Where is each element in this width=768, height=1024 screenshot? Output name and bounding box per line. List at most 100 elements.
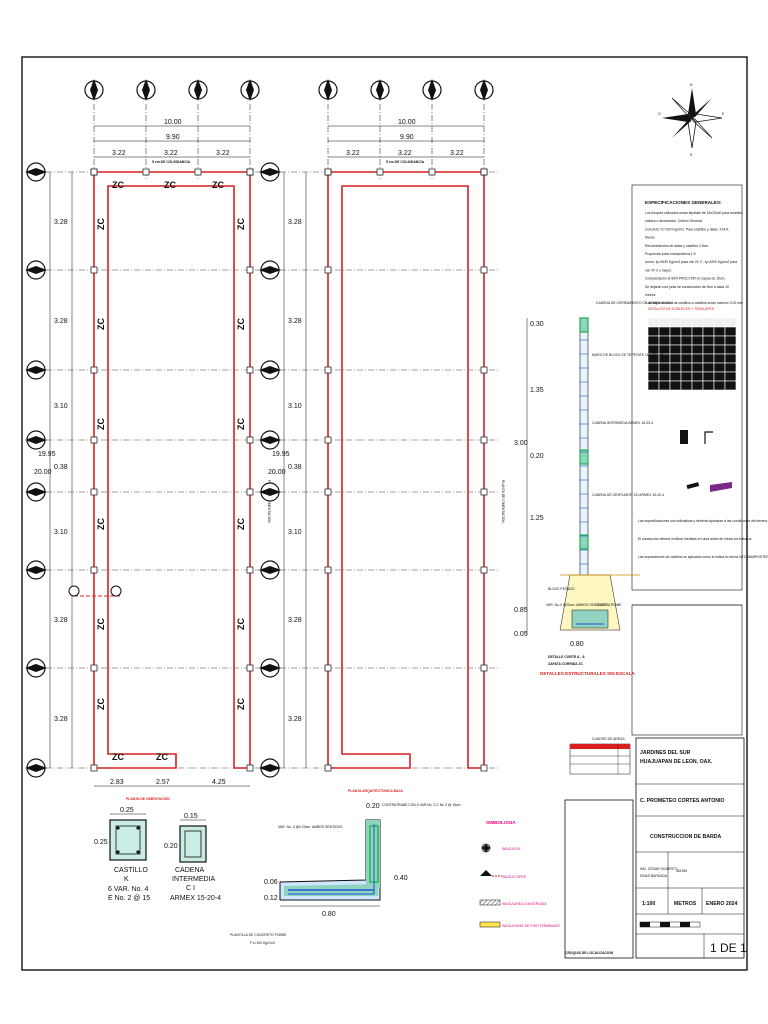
axis-bubble-8: 8 xyxy=(25,758,47,778)
axis-label-D: D xyxy=(481,85,488,95)
wall-outline xyxy=(327,171,485,769)
bay-dim: 3.22 xyxy=(346,150,360,157)
axis-bubble-C: C xyxy=(422,79,442,101)
areas-title: CUADRO DE AREAS xyxy=(592,737,625,741)
footing-contra-note: CONTRATRABE CON 6 VAR.No. 3 C No 2 @ 15c… xyxy=(382,803,461,807)
castillo-detail: 0.25 0.25 CASTILLO K 6 VAR. No. 4 E No. … xyxy=(94,807,150,902)
zc-label: ZC xyxy=(156,752,168,762)
wall-label: MURO DE BLOCK DE TEPETATE 15 x 20 x 40 xyxy=(592,353,664,357)
engineer-b: DIVAS BARDADA xyxy=(640,874,668,878)
axis-label-A: A xyxy=(325,85,332,95)
spec-line: Se dejarán una junta de construcción de … xyxy=(645,285,729,289)
spec-line: *Las separaciones de castillos a castill… xyxy=(645,301,744,305)
zc-label: ZC xyxy=(164,180,176,190)
axis-bubble-4: 4 xyxy=(25,430,47,450)
zc-label: ZC xyxy=(236,318,246,330)
specs-lines: Los bloques utilizados serán tepetate de… xyxy=(645,211,744,305)
footing-left-a: 0.06 xyxy=(264,879,278,886)
engineer-a: ING. CESAR GILBERTO xyxy=(640,867,678,871)
legend-item-axis: INDICA EJE xyxy=(502,847,521,851)
inner-width-dim: 9.90 xyxy=(166,134,180,141)
legend-item-area: INDICA AREA CONSTRUIDA xyxy=(502,902,547,906)
castillo-line-1: 6 VAR. No. 4 xyxy=(108,886,148,893)
legend-item-cut: INDICA CORTE xyxy=(502,875,527,879)
wall-dim: 0.05 xyxy=(514,631,528,638)
compass-rose-icon: N S E O xyxy=(658,83,725,157)
overall-width-dim: 10.00 xyxy=(164,119,182,126)
wall-label: CADENA DE CERRAMIENTO CC ARMEX 15-20-4 xyxy=(596,301,673,305)
section-cut-icon xyxy=(480,870,502,877)
engineer-code: 461954 xyxy=(676,869,687,873)
bay-dim: 3.22 xyxy=(216,150,230,157)
scale: 1:100 xyxy=(642,901,655,907)
wall-caption-b: ZAPATA CORRIDA ZC xyxy=(548,662,584,666)
wall-detail-title: DETALLES ESTRUCTURALES SIN ESCALA xyxy=(540,671,636,676)
wall-label: CADENA DE DESPLANTE CD ARMEX 15-20-4 xyxy=(592,493,664,497)
bond-beam xyxy=(579,449,589,465)
bottom-dim: 2.83 xyxy=(110,779,124,786)
castillo-side-dim: 0.25 xyxy=(94,839,108,846)
plan-title-foundation: PLANTA DE CIMENTACION xyxy=(126,797,170,801)
bottom-dim: 2.57 xyxy=(156,779,170,786)
cadena-detail: 0.15 0.20 CADENA INTERMEDIA C I ARMEX 15… xyxy=(164,813,221,902)
location-caption: CROQUIS DE LOCALIZACION xyxy=(565,951,614,955)
built-area-swatch-icon xyxy=(479,899,501,906)
axis-label-4: 4 xyxy=(33,435,38,445)
axis-label-5: 5 xyxy=(33,487,38,497)
bay-dim: 3.22 xyxy=(112,150,126,157)
axis-label-C: C xyxy=(429,85,436,95)
footing-left-b: 0.12 xyxy=(264,895,278,902)
axis-bubble-1: 1 xyxy=(259,162,281,182)
axis-label-B: B xyxy=(143,85,150,95)
axis-bubble-C: C xyxy=(188,79,208,101)
wall-dim: 3.00 xyxy=(514,440,528,447)
zc-label: ZC xyxy=(236,418,246,430)
bond-beam xyxy=(579,317,589,333)
overall-height-b-dim: 20.00 xyxy=(34,469,52,476)
wall-label: BLOCK PESADO xyxy=(548,587,575,591)
specs-title: ESPECIFICACIONES GENERALES: xyxy=(645,200,722,205)
overall-width-dim: 10.00 xyxy=(398,119,416,126)
row-spacing-dim: 0.38 xyxy=(54,464,68,471)
cadena-title: CADENA xyxy=(175,867,205,874)
bay-dim: 3.22 xyxy=(450,150,464,157)
spec-note: Las especificaciones son indicativas y d… xyxy=(638,519,768,523)
zc-label: ZC xyxy=(96,698,106,710)
location-sketch: CROQUIS DE LOCALIZACION xyxy=(564,799,634,959)
spec-line: sólidos o ahuecados. Criterio General. xyxy=(645,219,703,223)
axis-bubble-7: 7 xyxy=(25,658,47,678)
footing-width-dim: 0.80 xyxy=(322,911,336,918)
wall-dim: 0.30 xyxy=(530,321,544,328)
axis-bubble-A: A xyxy=(84,79,104,101)
wall-dim: 1.25 xyxy=(530,515,544,522)
boundary-note: 5 cm DE COLINDANCIA xyxy=(152,160,191,164)
row-spacing-dim: 3.28 xyxy=(54,617,68,624)
zc-label: ZC xyxy=(96,518,106,530)
row-spacing-dim: 3.28 xyxy=(288,617,302,624)
wall-label: CONTRATRABE xyxy=(596,603,622,607)
row-spacing-dim: 3.28 xyxy=(54,716,68,723)
axis-label-1: 1 xyxy=(33,167,38,177)
sheet-number: 1 DE 1 xyxy=(710,941,747,955)
boundary-note: 5 cm DE COLINDANCIA xyxy=(386,160,425,164)
castillo-mark: K xyxy=(124,876,129,883)
specs-notes: Las especificaciones son indicativas y d… xyxy=(638,519,768,559)
compass-s: S xyxy=(690,153,693,157)
inner-width-dim: 9.90 xyxy=(400,134,414,141)
title-block: JARDINES DEL SUR HUAJUAPAN DE LEON, OAX.… xyxy=(635,737,747,959)
spec-line: Los bloques utilizados serán tepetate de… xyxy=(645,211,743,215)
wall-label: VAR. No.3 @20cm. AMBOS SENTIDOS xyxy=(546,603,607,607)
floor-level-swatch-icon xyxy=(479,921,501,928)
zc-label: ZC xyxy=(236,218,246,230)
axis-label-D: D xyxy=(247,85,254,95)
zc-label: ZC xyxy=(236,618,246,630)
spec-note: El constructor deberá verificar medidas … xyxy=(638,537,752,541)
axis-label-2: 2 xyxy=(33,265,38,275)
spec-note: Las separaciones de castillos se aplicar… xyxy=(638,555,768,559)
zc-label: ZC xyxy=(96,418,106,430)
overall-height-b-dim: 20.00 xyxy=(268,469,286,476)
bottom-dim: 4.25 xyxy=(212,779,226,786)
areas-table: CUADRO DE AREAS xyxy=(569,737,631,775)
